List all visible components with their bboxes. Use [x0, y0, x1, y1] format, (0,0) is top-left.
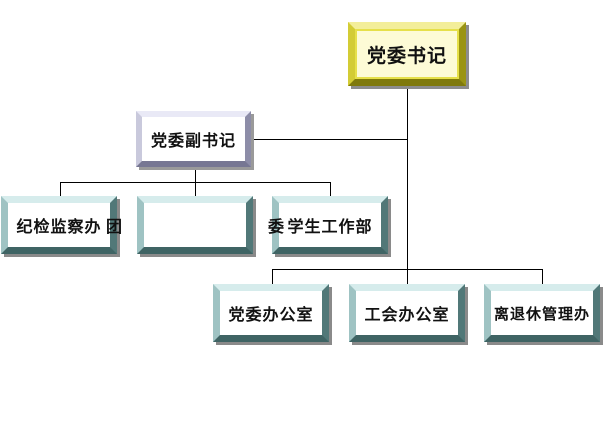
node-deputy-secretary-label: 党委副书记 — [150, 131, 236, 150]
node-youth-league-committee-label: 团 委 — [106, 217, 323, 236]
node-discipline-inspection-office-label: 纪检监察办 — [16, 217, 102, 236]
node-party-secretary-label: 党委书记 — [366, 44, 447, 67]
node-youth-league-committee: 团 委 — [106, 196, 284, 254]
node-party-committee-office-label: 党委办公室 — [228, 305, 314, 324]
node-party-committee-office: 党委办公室 — [213, 284, 329, 342]
node-discipline-inspection-office: 纪检监察办 — [1, 196, 117, 254]
node-deputy-secretary: 党委副书记 — [136, 111, 251, 167]
node-party-secretary: 党委书记 — [348, 22, 466, 86]
node-retiree-management-office-label: 离退休管理办 — [493, 304, 590, 323]
node-student-affairs-department: 学生工作部 — [272, 196, 388, 254]
node-trade-union-office-label: 工会办公室 — [364, 305, 450, 324]
node-trade-union-office: 工会办公室 — [349, 284, 465, 342]
node-student-affairs-department-label: 学生工作部 — [287, 217, 373, 236]
node-retiree-management-office: 离退休管理办 — [484, 284, 600, 342]
